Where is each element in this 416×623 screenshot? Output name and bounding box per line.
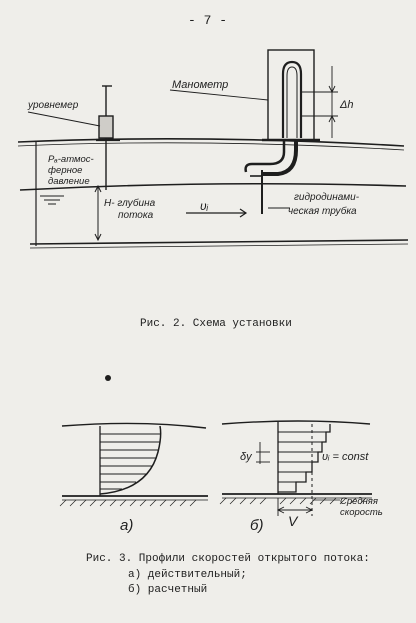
page-number: - 7 - [188,13,228,28]
panel-a-label: а) [120,517,133,534]
ink-speck [105,375,111,381]
delta-y-label: δy [240,451,253,463]
pitot-label-1: гидродинами- [294,192,360,203]
atm-pressure-label-3: давление [48,176,90,187]
atm-pressure-label-1: Pₐ-атмос- [48,154,94,165]
pitot-label-2: ческая трубка [288,205,357,217]
atm-pressure-label-2: ферное [48,165,82,176]
figure-3-item-b: б) расчетный [128,584,208,596]
figure-3-caption: Рис. 3. Профили скоростей открытого пото… [86,553,370,565]
velocity-arrow [186,208,248,218]
mean-velocity-label-1: Средняя [340,496,378,507]
channel-top-edge-inner [17,142,405,151]
pitot-tube [244,140,298,214]
channel-bottom-edge-inner [29,243,409,249]
channel-bottom-edge [29,239,409,245]
velocity-label: υᵢ [200,199,209,213]
manometer-leader [169,89,269,101]
level-gauge-leader [27,111,101,127]
water-surface-line [19,182,407,191]
manometer [262,49,338,142]
level-gauge [96,85,120,190]
profile-calculated [219,420,372,516]
delta-h-label: Δh [339,99,354,111]
figure-3-item-a: а) действительный; [128,569,247,581]
channel-top-edge [17,138,405,147]
depth-label-1: H- глубина [104,197,156,209]
manometer-label: Манометр [172,79,228,91]
panel-b-label: б) [250,517,263,534]
level-gauge-label: уровнемер [27,100,79,111]
mean-velocity-V-label: V [288,513,299,529]
profile-actual [59,422,208,507]
constant-velocity-label: υᵢ = const [322,451,369,463]
mean-velocity-label-2: скорость [340,507,383,518]
depth-label-2: потока [118,210,154,221]
figure-2-caption: Рис. 2. Схема установки [140,318,292,330]
